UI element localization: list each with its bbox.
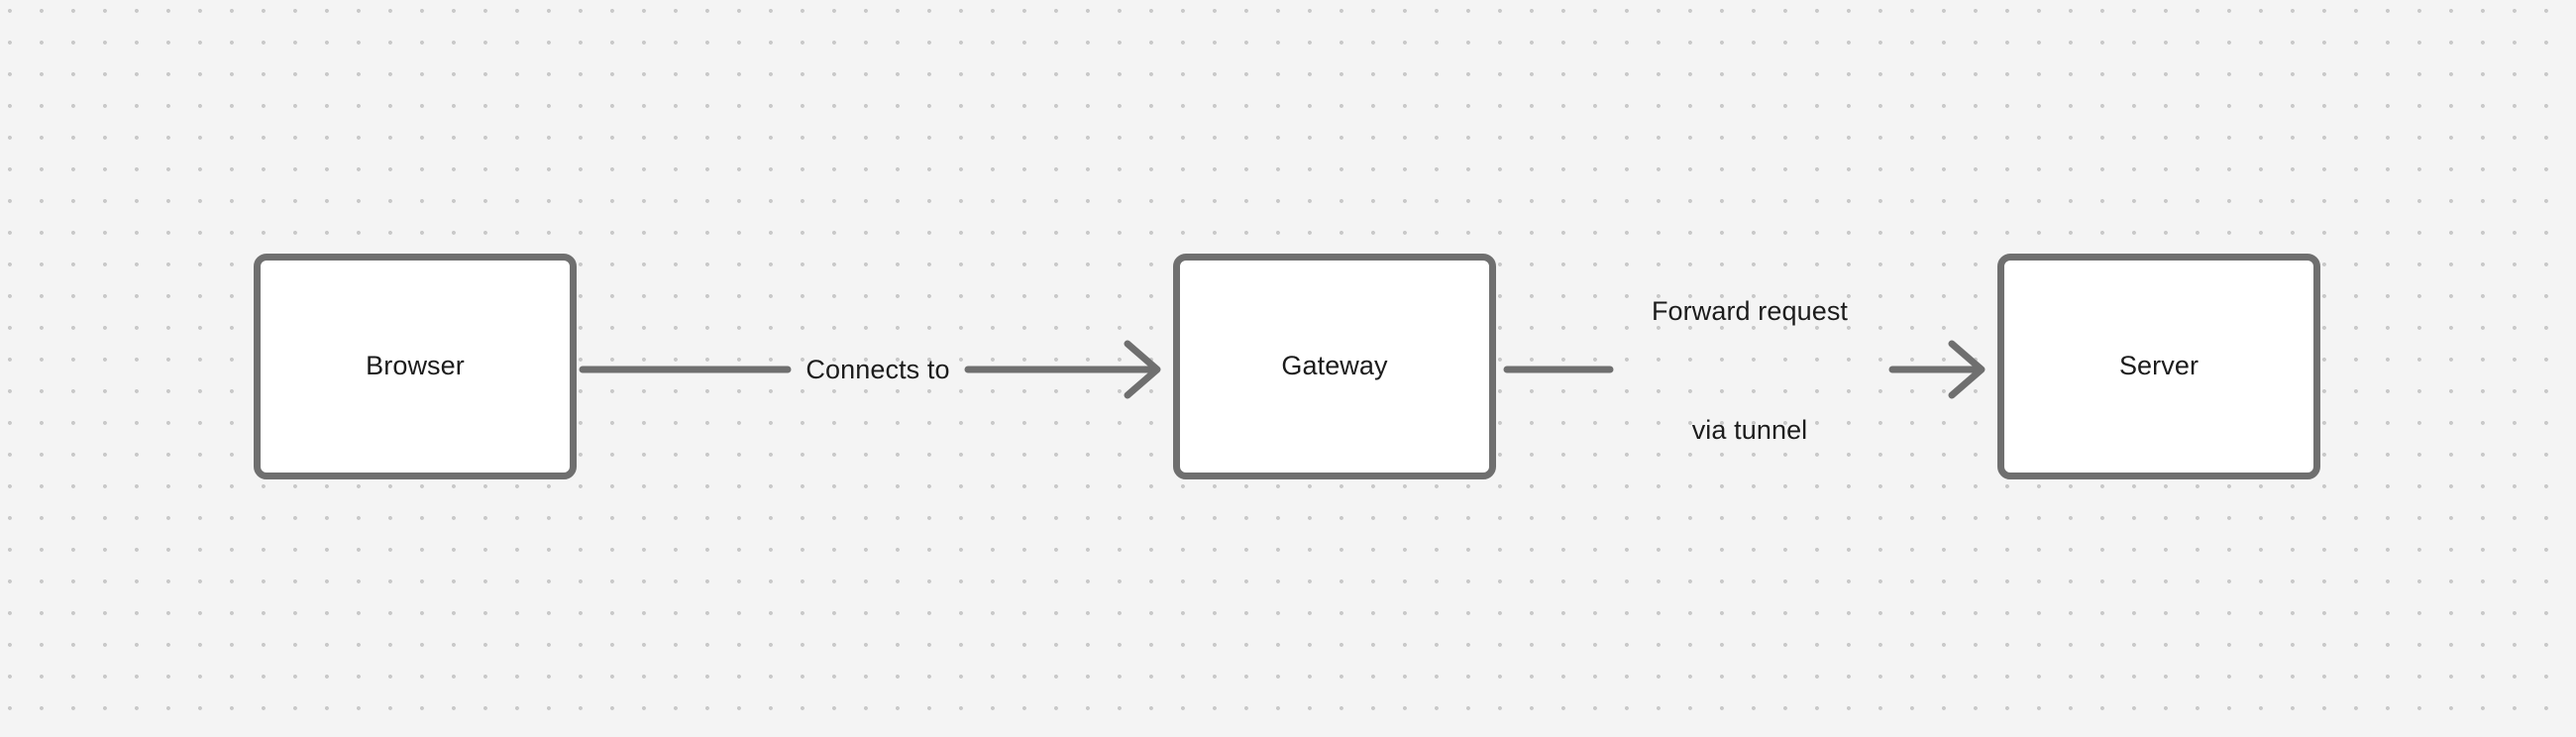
edge-browser-gateway (579, 340, 1161, 399)
edge-gateway-server (1503, 340, 1986, 399)
edge-label-browser-gateway-line-1: Connects to (805, 355, 950, 384)
node-server-label: Server (2118, 351, 2200, 381)
node-browser[interactable]: Browser (254, 254, 577, 479)
edge-browser-gateway-arrowhead (1124, 340, 1161, 399)
edge-label-browser-gateway: Connects to (805, 270, 949, 469)
edge-label-gateway-server-line-2: via tunnel (1691, 415, 1808, 445)
node-browser-label: Browser (366, 351, 465, 381)
edge-label-gateway-server: Forward request via tunnel (1652, 212, 1848, 529)
node-gateway-label: Gateway (1281, 351, 1388, 381)
edge-gateway-server-arrowhead (1948, 340, 1986, 399)
edge-label-gateway-server-line-1: Forward request (1651, 296, 1849, 326)
node-gateway[interactable]: Gateway (1173, 254, 1496, 479)
node-server[interactable]: Server (1997, 254, 2320, 479)
